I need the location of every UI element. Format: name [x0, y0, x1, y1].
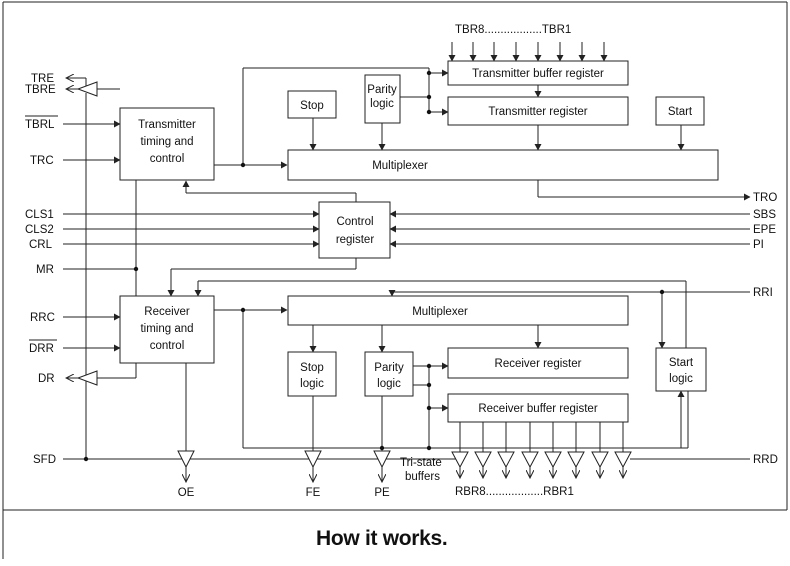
signal-trc: TRC [30, 155, 54, 167]
tx-timing-label-2: timing and [140, 136, 193, 148]
signal-rrd: RRD [753, 454, 778, 466]
signal-cls1: CLS1 [25, 209, 54, 221]
stop-logic [287, 351, 337, 397]
transmitter-register [447, 96, 629, 126]
parity-logic-rx [364, 351, 414, 397]
stop-label: Stop [300, 100, 324, 112]
signal-tro: TRO [753, 192, 777, 204]
signal-crl: CRL [29, 239, 53, 251]
control-register [318, 201, 391, 259]
receiver-buffer-register [447, 393, 629, 423]
tbr-range-label: TBR8..................TBR1 [455, 24, 571, 36]
rx-timing-label-2: timing and [140, 323, 193, 335]
signal-tbre: TBRE [25, 84, 56, 96]
start-logic-label-2: logic [669, 373, 693, 385]
receiver-register [447, 347, 629, 379]
multiplexer-tx [287, 149, 719, 181]
signal-rri: RRI [753, 287, 773, 299]
multiplexer-rx [287, 295, 629, 326]
signal-epe: EPE [753, 224, 776, 236]
parity-tx-label-1: Parity [367, 84, 397, 96]
signal-tbrl: TBRL [25, 119, 55, 131]
signal-fe: FE [306, 487, 321, 499]
rx-timing-label-3: control [150, 340, 185, 352]
tx-timing-label-3: control [150, 153, 185, 165]
signal-pi: PI [753, 239, 764, 251]
signal-dr: DR [38, 373, 55, 385]
signal-sbs: SBS [753, 209, 776, 221]
junction-dots [83, 70, 665, 462]
tbr-label: Transmitter buffer register [472, 68, 604, 80]
tristate-label-1: Tri-state [400, 457, 442, 469]
control-register-label-1: Control [336, 216, 373, 228]
signal-rrc: RRC [30, 312, 55, 324]
receiver-timing-control [119, 295, 215, 364]
start-logic [655, 347, 707, 392]
rr-label: Receiver register [495, 358, 582, 370]
tbre-buffer [76, 81, 98, 97]
rx-timing-label-1: Receiver [144, 306, 190, 318]
fe-buffer [304, 450, 322, 469]
parity-tx-label-2: logic [370, 98, 394, 110]
caption: How it works. [316, 527, 447, 550]
signal-pe: PE [374, 487, 390, 499]
control-register-label-2: register [336, 234, 375, 246]
stop-logic-label-2: logic [300, 378, 324, 390]
oe-buffer [177, 450, 195, 469]
transmitter-buffer-register [447, 60, 629, 86]
rbr-range-label: RBR8..................RBR1 [455, 486, 574, 498]
signal-sfd: SFD [33, 454, 56, 466]
signal-drr: DRR [29, 343, 54, 355]
stop-block [287, 90, 337, 119]
tristate-label-2: buffers [405, 471, 440, 483]
parity-rx-label-1: Parity [374, 362, 404, 374]
start-block [655, 96, 705, 126]
tr-label: Transmitter register [488, 106, 587, 118]
mux-rx-label: Multiplexer [412, 306, 468, 318]
parity-logic-tx [364, 74, 401, 124]
signal-cls2: CLS2 [25, 224, 54, 236]
start-logic-label-1: Start [669, 357, 694, 369]
signal-tre: TRE [31, 73, 54, 85]
transmitter-timing-control [119, 107, 215, 181]
signal-mr: MR [36, 264, 54, 276]
tx-timing-label-1: Transmitter [138, 119, 196, 131]
dr-buffer [76, 370, 98, 386]
start-label: Start [668, 106, 693, 118]
rbr-label: Receiver buffer register [478, 403, 597, 415]
wires [63, 42, 751, 482]
rbr-tristate-buffers [451, 451, 632, 469]
parity-rx-label-2: logic [377, 378, 401, 390]
stop-logic-label-1: Stop [300, 362, 324, 374]
mux-tx-label: Multiplexer [372, 160, 428, 172]
pe-buffer [373, 450, 391, 469]
signal-oe: OE [178, 487, 195, 499]
